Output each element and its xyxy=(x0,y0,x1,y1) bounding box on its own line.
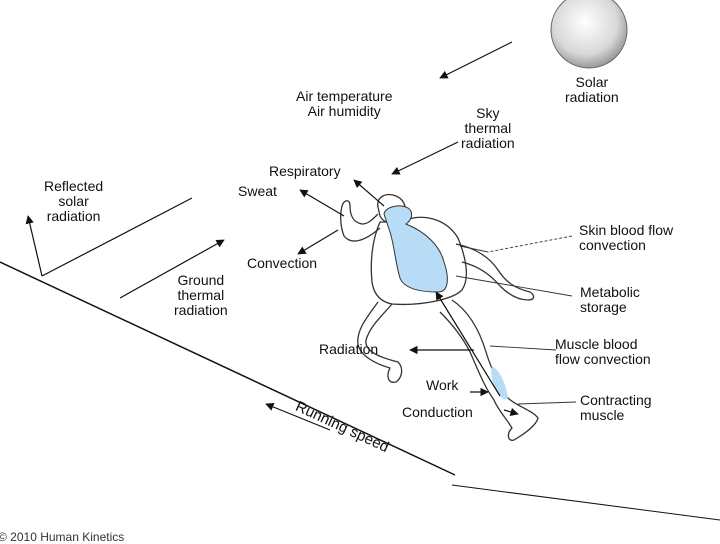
ground-thermal-arrow xyxy=(119,239,225,299)
solar-radiation-arrow xyxy=(439,41,513,79)
ground-slope-lower xyxy=(451,484,720,521)
reflected-solar-arrow xyxy=(25,215,43,277)
sweat-arrow xyxy=(299,189,345,217)
heat-flux-arrows xyxy=(25,41,519,431)
sweat-label: Sweat xyxy=(238,183,277,199)
convection-label: Convection xyxy=(247,255,318,271)
leader-lines xyxy=(455,235,577,405)
convection-arrow xyxy=(297,229,339,255)
respiratory-arrow xyxy=(353,179,385,207)
work-label: Work xyxy=(426,377,459,393)
leg-muscle-fill xyxy=(491,366,508,400)
sun-icon xyxy=(550,0,628,69)
reflected-solar-ray xyxy=(41,197,193,277)
conduction-arrow xyxy=(503,407,519,416)
running-speed-arrow xyxy=(265,402,331,431)
conduction-label: Conduction xyxy=(402,404,473,420)
core-body-fill xyxy=(383,205,448,293)
ground-slope xyxy=(0,261,456,476)
radiation-label: Radiation xyxy=(319,341,379,357)
sky-thermal-arrow xyxy=(391,141,459,175)
copyright-text: © 2010 Human Kinetics xyxy=(0,530,125,544)
blood-flow-arrow xyxy=(435,291,501,397)
respiratory-label: Respiratory xyxy=(269,163,341,179)
